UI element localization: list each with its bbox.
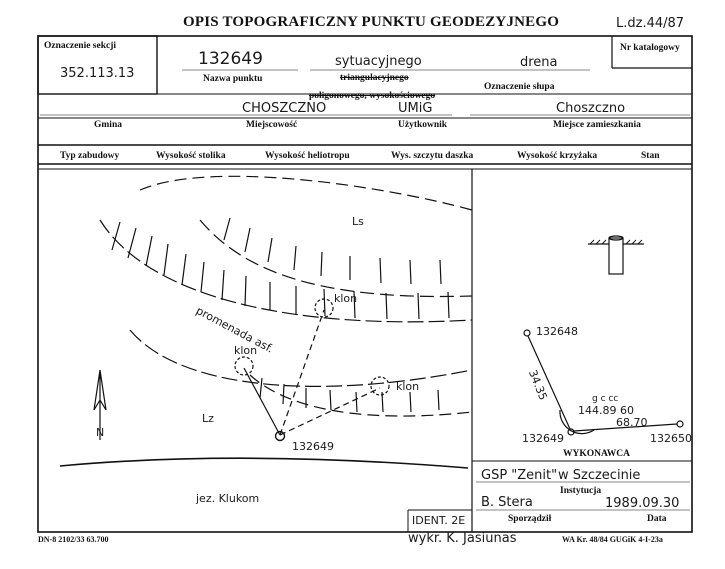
north-label: N <box>96 426 105 439</box>
data-label: Data <box>647 514 667 524</box>
point-name-label: Nazwa punktu <box>203 74 263 84</box>
miejscowosc-label: Miejscowość <box>246 120 298 130</box>
col-wysokosc-heliotropu: Wysokość heliotropu <box>265 151 350 161</box>
form-title: OPIS TOPOGRAFICZNY PUNKTU GEODEZYJNEGO <box>183 14 560 30</box>
section-value: 352.113.13 <box>60 66 135 81</box>
col-wys-szczytu: Wys. szczytu daszka <box>391 151 474 161</box>
detail-point-132648: 132648 <box>536 325 578 338</box>
footer-left: DN-8 2102/33 63.700 <box>38 535 109 544</box>
ident-value: IDENT. 2E <box>412 514 466 527</box>
catalog-label: Nr katalogowy <box>620 43 680 53</box>
label-point-132649: 132649 <box>292 440 334 453</box>
label-klon-3: klon <box>396 380 420 393</box>
detail-angle-units: g c cc <box>592 394 619 404</box>
type-poligonowego: poligonowego, wysokościowego <box>309 91 436 101</box>
detail-point-132650: 132650 <box>650 432 692 445</box>
footer-signature: wykr. K. Jasiunas <box>408 531 517 546</box>
wykonawca-label: WYKONAWCA <box>563 449 631 459</box>
detail-angle: 144.89 60 <box>578 404 634 417</box>
detail-point-132649: 132649 <box>522 432 564 445</box>
label-lz: Lz <box>202 412 214 425</box>
col-wysokosc-krzyzaka: Wysokość krzyżaka <box>517 151 598 161</box>
marker-label: Oznaczenie słupa <box>484 82 555 92</box>
miejsce-label: Miejsce zamieszkania <box>553 120 641 130</box>
col-wysokosc-stolika: Wysokość stolika <box>156 151 226 161</box>
instytucja-label: Instytucja <box>560 486 602 496</box>
drena-value: drena <box>520 55 558 70</box>
sporzadzil-label: Sporządził <box>508 514 552 524</box>
type-triangulacyjnego: triangulacyjnego <box>340 73 409 83</box>
label-klon-1: klon <box>334 292 358 305</box>
reference-number: L.dz.44/87 <box>616 16 685 31</box>
label-ls: Ls <box>352 215 364 228</box>
gmina-value: CHOSZCZNO <box>242 101 327 116</box>
gmina-label: Gmina <box>94 120 122 130</box>
section-label: Oznaczenie sekcji <box>44 41 117 51</box>
col-typ-zabudowy: Typ zabudowy <box>60 151 120 161</box>
detail-distance-2: 68.70 <box>616 416 648 429</box>
type-sytuacyjnego: sytuacyjnego <box>335 54 422 69</box>
uzytkownik-value: UMiG <box>398 101 433 116</box>
miejsce-value: Choszczno <box>556 101 626 116</box>
wykonawca-city: w Szczecinie <box>558 468 641 483</box>
footer-right: WA Kr. 48/84 GUGiK 4-I-23a <box>562 535 663 544</box>
uzytkownik-label: Użytkownik <box>398 120 448 130</box>
label-klon-2: klon <box>234 344 258 357</box>
date-value: 1989.09.30 <box>605 496 680 511</box>
author-value: B. Stera <box>481 495 533 510</box>
wykonawca-firm: GSP "Zenit" <box>481 468 558 483</box>
col-stan: Stan <box>641 151 660 161</box>
point-number: 132649 <box>198 49 263 69</box>
label-lake: jez. Klukom <box>196 492 260 505</box>
